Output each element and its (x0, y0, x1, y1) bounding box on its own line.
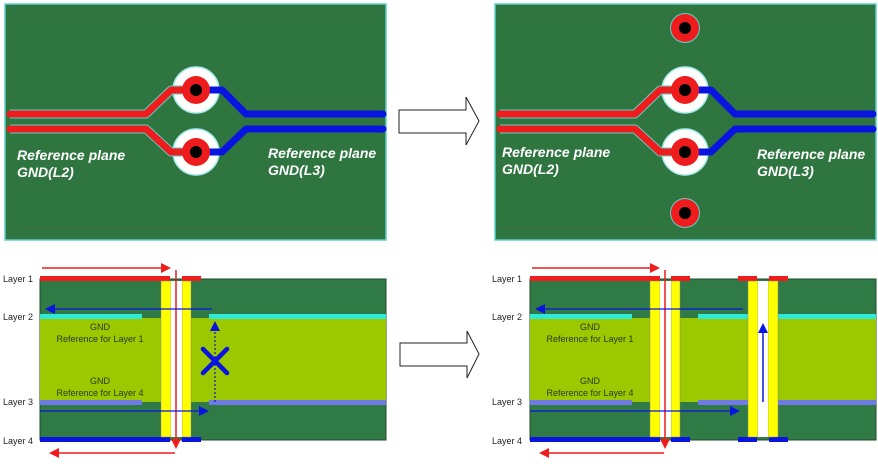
layer4-label: Layer 4 (3, 436, 33, 446)
layer4-via-pad (671, 437, 690, 442)
pcb-board (4, 3, 387, 241)
layer1-via-pad (182, 276, 201, 281)
layer2-gnd-plane (778, 314, 876, 319)
layer4-signal-trace (530, 437, 660, 442)
layer2-label: Layer 2 (492, 312, 522, 322)
signal-via-barrel (160, 280, 172, 438)
stitching-via-drill (679, 22, 691, 34)
layer2-gnd-plane (209, 314, 386, 319)
right-reference-label-line1: Reference plane (268, 145, 376, 161)
layer3-label: Layer 3 (3, 397, 33, 407)
gnd-subtitle: Reference for Layer 1 (56, 334, 143, 344)
gnd-via-pad (769, 276, 788, 281)
layer1-label: Layer 1 (492, 274, 522, 284)
core-dielectric (778, 318, 876, 402)
gnd-via-barrel (767, 280, 779, 438)
layer2-gnd-plane (40, 314, 142, 319)
gnd-subtitle: Reference for Layer 1 (546, 334, 633, 344)
layer1-signal-trace (530, 276, 660, 281)
core-dielectric (40, 318, 162, 402)
core-dielectric (190, 318, 386, 402)
left-reference-label-line2: GND(L2) (17, 164, 74, 180)
layer3-gnd-plane (209, 400, 386, 405)
bottom-left-stackup: Layer 1 Layer 2 Layer 3 Layer 4 GND Refe… (3, 263, 387, 458)
right-reference-label-line1: Reference plane (757, 146, 865, 162)
bottom-transition-arrow (399, 330, 480, 379)
layer3-label: Layer 3 (492, 397, 522, 407)
layer4-signal-trace (40, 437, 170, 442)
gnd-via-barrel (747, 280, 759, 438)
layer2-gnd-plane (698, 314, 748, 319)
signal-via-barrel (181, 280, 192, 438)
layer4-label: Layer 4 (492, 436, 522, 446)
right-arrow-icon (398, 96, 480, 146)
layer3-gnd-plane (698, 400, 748, 405)
right-reference-label-line2: GND(L3) (268, 162, 325, 178)
gnd-via-pad (769, 437, 788, 442)
gnd-title: GND (90, 322, 111, 332)
gnd-subtitle: Reference for Layer 4 (56, 388, 143, 398)
layer1-label: Layer 1 (3, 274, 33, 284)
gnd-title: GND (90, 376, 111, 386)
layer4-via-pad (182, 437, 201, 442)
top-right-pcb-view: Reference plane GND(L2) Reference plane … (494, 3, 877, 241)
layer2-label: Layer 2 (3, 312, 33, 322)
bottom-right-stackup: Layer 1 Layer 2 Layer 3 Layer 4 GND Refe… (492, 263, 877, 458)
stitching-via-drill (679, 207, 691, 219)
via-drill (190, 84, 202, 96)
top-left-pcb-view: Reference plane GND(L2) Reference plane … (4, 3, 387, 241)
layer1-signal-trace (40, 276, 170, 281)
via-drill (679, 84, 691, 96)
core-dielectric (680, 318, 748, 402)
gnd-via-pad (738, 276, 757, 281)
layer3-gnd-plane (530, 400, 632, 405)
left-reference-label-line2: GND(L2) (502, 161, 559, 177)
gnd-title: GND (580, 322, 601, 332)
core-dielectric (530, 318, 650, 402)
layer1-via-pad (671, 276, 690, 281)
left-reference-label-line1: Reference plane (17, 147, 125, 163)
gnd-subtitle: Reference for Layer 4 (546, 388, 633, 398)
left-reference-label-line1: Reference plane (502, 144, 610, 160)
layer3-gnd-plane (778, 400, 876, 405)
layer2-gnd-plane (530, 314, 632, 319)
right-arrow-icon (399, 330, 480, 379)
right-reference-label-line2: GND(L3) (757, 163, 814, 179)
via-drill (190, 146, 202, 158)
signal-via-barrel (649, 280, 661, 438)
gnd-title: GND (580, 376, 601, 386)
gnd-via-pad (738, 437, 757, 442)
layer3-gnd-plane (40, 400, 142, 405)
signal-via-barrel (670, 280, 681, 438)
blocked-x-icon (200, 346, 230, 376)
top-transition-arrow (398, 96, 480, 146)
via-drill (679, 146, 691, 158)
